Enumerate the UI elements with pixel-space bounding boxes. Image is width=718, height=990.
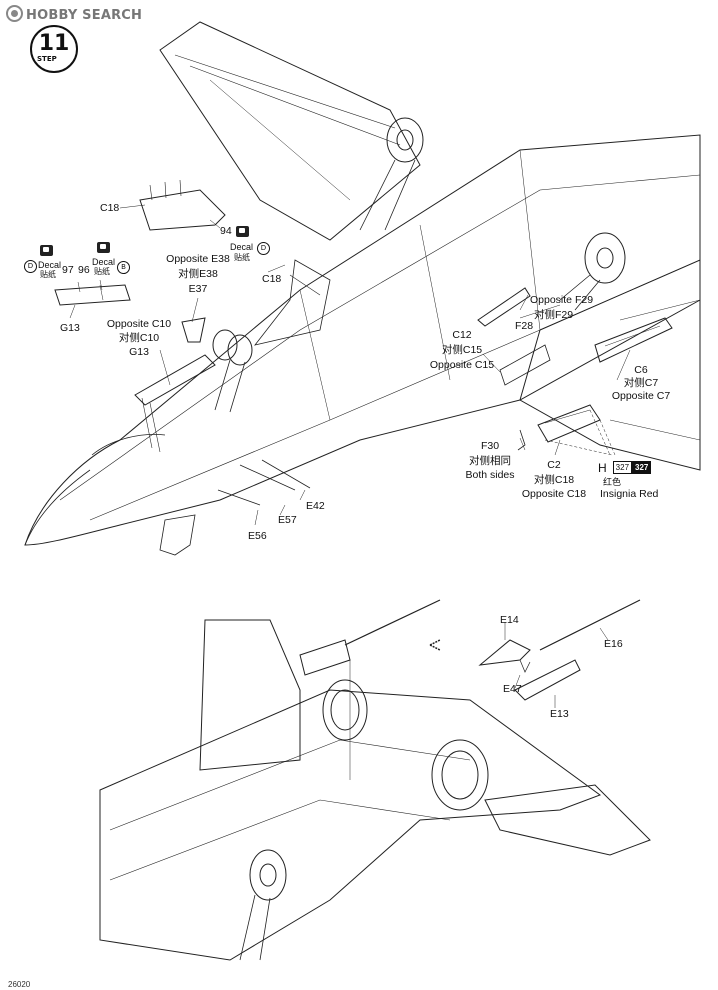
- lower-wheel: [249, 849, 287, 901]
- upper-wing: [159, 21, 421, 241]
- label-96: 96: [78, 264, 90, 276]
- watermark-text: HOBBY SEARCH: [26, 8, 143, 23]
- label-e16: E16: [604, 638, 623, 650]
- label-c18-cn: 对侧C18: [533, 474, 575, 486]
- circle-d-right: D: [257, 242, 270, 255]
- label-opposite-c15: Opposite C15: [429, 359, 495, 371]
- step-number: 11: [38, 31, 70, 56]
- nozzle-right: [431, 739, 489, 811]
- label-both-sides: Both sides: [465, 469, 515, 481]
- upper-right-wing: [519, 259, 701, 471]
- label-decal-right-cn: 贴纸: [234, 253, 250, 262]
- label-e57: E57: [278, 514, 297, 526]
- step-word: STEP: [37, 55, 57, 63]
- label-e42: E42: [306, 500, 325, 512]
- paint-name-en: Insignia Red: [600, 488, 659, 500]
- label-decal-mid-cn: 贴纸: [94, 267, 110, 276]
- paint-callout: H 327 327: [598, 460, 652, 475]
- label-opposite-f29: Opposite F29: [530, 294, 594, 306]
- paint-code-fill: 327: [632, 461, 652, 474]
- label-decal-left-cn: 贴纸: [40, 270, 56, 279]
- label-e13: E13: [550, 708, 569, 720]
- main-wheel-top: [386, 117, 424, 163]
- label-94: 94: [220, 225, 232, 237]
- label-c18-mid: C18: [262, 273, 282, 285]
- label-e37: E37: [188, 283, 208, 295]
- c6-panel: [594, 317, 673, 363]
- label-c2: C2: [547, 459, 561, 471]
- label-c18-top: C18: [100, 202, 120, 214]
- label-opposite-e38-cn: 对侧E38: [178, 268, 218, 280]
- label-g13-mid: G13: [129, 346, 149, 358]
- nose-wheel: [212, 329, 238, 361]
- label-f28: F28: [515, 320, 534, 332]
- label-both-sides-cn: 对侧相同: [469, 455, 511, 467]
- label-decal-left: Decal: [38, 260, 62, 270]
- label-c12: C12: [452, 329, 472, 341]
- label-opposite-c10-cn: 对侧C10: [118, 332, 160, 344]
- decal-icon: [236, 226, 249, 237]
- circle-d-left: D: [24, 260, 37, 273]
- nozzle-left: [322, 679, 368, 741]
- main-wheel-right: [584, 232, 626, 284]
- paint-letter: H: [598, 460, 607, 475]
- label-opposite-c18: Opposite C18: [521, 488, 587, 500]
- label-c6: C6: [634, 364, 648, 376]
- label-f30: F30: [480, 440, 500, 452]
- paint-code-outline: 327: [612, 461, 633, 474]
- c2-panel: [537, 404, 601, 443]
- page-number: 26020: [8, 980, 31, 989]
- label-decal-mid: Decal: [92, 257, 116, 267]
- label-g13-left: G13: [60, 322, 80, 334]
- label-c7-cn: 对侧C7: [623, 377, 659, 389]
- decal-icon: [97, 242, 110, 253]
- label-e14: E14: [500, 614, 519, 626]
- lower-stabilizer: [484, 784, 651, 856]
- label-opposite-f29-cn: 对侧F29: [534, 309, 574, 321]
- label-opposite-e38: Opposite E38: [166, 253, 230, 265]
- lower-fuselage: [99, 689, 602, 961]
- lower-fin: [199, 619, 301, 771]
- paint-name-cn: 红色: [603, 477, 622, 487]
- circle-b-mid: B: [117, 261, 130, 274]
- label-opposite-c7: Opposite C7: [611, 390, 671, 402]
- decal-icon: [40, 245, 53, 256]
- label-97: 97: [62, 264, 74, 276]
- upper-fuselage: [24, 134, 701, 546]
- watermark: HOBBY SEARCH: [6, 5, 142, 23]
- label-c15-cn: 对侧C15: [441, 344, 483, 356]
- hobby-search-logo-icon: [6, 5, 23, 22]
- label-opposite-c10: Opposite C10: [106, 318, 172, 330]
- step-badge: 11 STEP: [30, 25, 78, 73]
- label-decal-right: Decal: [230, 242, 254, 252]
- label-e47: E47: [503, 683, 522, 695]
- label-e56: E56: [248, 530, 267, 542]
